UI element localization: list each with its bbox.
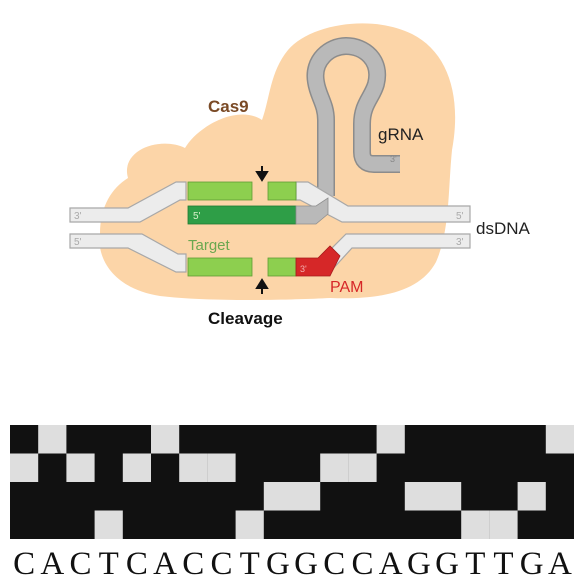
sequence-letter: C	[182, 546, 204, 580]
onehot-cell	[38, 425, 67, 454]
grna-label: gRNA	[378, 125, 424, 144]
dsdna-label: dsDNA	[476, 219, 531, 238]
sequence-letter: C	[13, 546, 35, 580]
sequence-letter: C	[351, 546, 373, 580]
dna-bottom-strand	[69, 233, 187, 273]
onehot-cell	[94, 510, 123, 539]
top-cleavage-arrow-icon	[255, 166, 269, 182]
target-block-top-right	[267, 181, 297, 201]
sequence-letter: A	[153, 546, 177, 580]
grna-3prime-label: 3'	[390, 154, 397, 164]
target-block-top-left	[187, 181, 253, 201]
onehot-cell	[66, 453, 95, 482]
pam-3prime-end: 3'	[300, 264, 307, 274]
cleavage-arrows	[255, 166, 269, 294]
onehot-cell	[10, 453, 39, 482]
dna-top-strand	[69, 181, 187, 223]
sequence-letter: G	[294, 546, 318, 580]
cas9-label: Cas9	[208, 97, 249, 116]
sequence-letter: C	[323, 546, 345, 580]
bottom-strand-5prime-end: 5'	[74, 237, 82, 248]
sequence-letter: G	[407, 546, 431, 580]
top-strand-5prime-end: 5'	[456, 211, 464, 222]
cleavage-label: Cleavage	[208, 309, 283, 328]
onehot-cell	[517, 482, 546, 511]
onehot-cell	[376, 425, 405, 454]
sequence-letter: T	[465, 546, 485, 580]
sequence-letter: G	[435, 546, 459, 580]
pam-segment	[295, 245, 341, 277]
sequence-letter: A	[379, 546, 403, 580]
onehot-cell	[320, 453, 349, 482]
target-label: Target	[188, 237, 231, 254]
onehot-cell	[348, 453, 377, 482]
onehot-cell	[433, 482, 462, 511]
sequence-letter: C	[210, 546, 232, 580]
sequence-letter: G	[520, 546, 544, 580]
sequence-letter: T	[240, 546, 260, 580]
sequence-letter: C	[69, 546, 91, 580]
grna-spacer-segment	[187, 205, 297, 225]
top-strand-3prime-end: 3'	[74, 211, 82, 222]
sequence-letter: C	[126, 546, 148, 580]
onehot-cell	[179, 453, 208, 482]
pam-label: PAM	[330, 279, 363, 296]
onehot-cell	[122, 453, 151, 482]
grna-strand-fill	[307, 38, 400, 196]
sequence-letter: G	[266, 546, 290, 580]
bottom-strand-3prime-end: 3'	[456, 237, 464, 248]
bottom-cleavage-arrow-icon	[255, 278, 269, 294]
onehot-cell	[292, 482, 321, 511]
onehot-cell	[461, 510, 490, 539]
target-block-bottom-right	[267, 257, 297, 277]
spacer-5prime-end: 5'	[193, 211, 201, 222]
sequence-onehot-grid	[10, 425, 574, 539]
target-block-bottom-left	[187, 257, 253, 277]
dsdna-strands: 3' 5' 5' 3' 5' 3'	[69, 181, 471, 277]
sequence-letter: T	[493, 546, 513, 580]
onehot-cell	[263, 482, 292, 511]
onehot-cell	[235, 510, 264, 539]
onehot-cell	[489, 510, 518, 539]
onehot-cell	[545, 425, 574, 454]
grna-hairpin: 3'	[306, 37, 400, 196]
sequence-letter: A	[548, 546, 572, 580]
dna-top-strand-right	[295, 181, 471, 223]
grna-spacer-end	[295, 197, 329, 225]
onehot-cell	[207, 453, 236, 482]
onehot-cell	[151, 425, 180, 454]
onehot-cell	[404, 482, 433, 511]
sequence-letter: T	[99, 546, 119, 580]
sequence-letter: A	[40, 546, 64, 580]
